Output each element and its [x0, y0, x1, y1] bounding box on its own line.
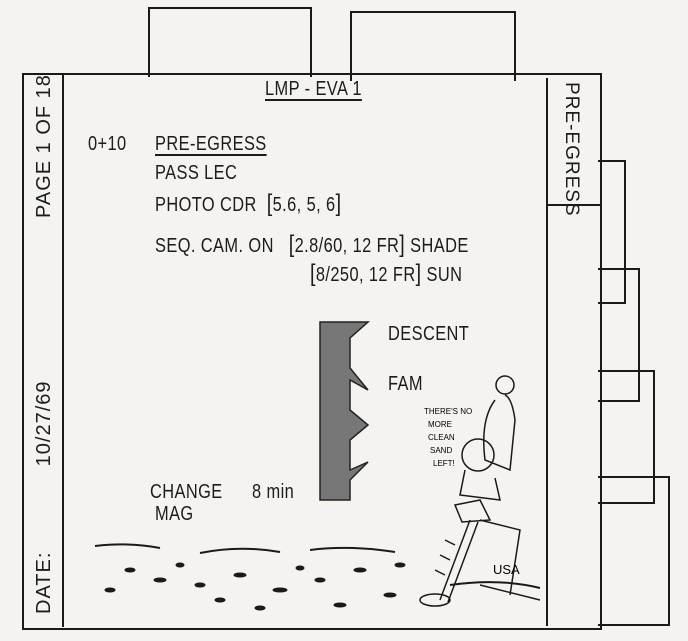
- step-duration: 8 min: [252, 481, 295, 503]
- photo-settings: 5.6, 5, 6: [272, 194, 336, 216]
- side-tab-2: [598, 268, 640, 402]
- top-tab-right: [350, 11, 516, 81]
- checklist-page: [22, 73, 602, 630]
- time-bar: [319, 321, 370, 501]
- step-descent: DESCENT: [388, 323, 470, 345]
- right-column-divider: [546, 78, 548, 626]
- sun-label: SUN: [426, 264, 463, 286]
- cartoon-caption-5: LEFT!: [433, 459, 455, 468]
- step-fam: FAM: [388, 373, 423, 395]
- top-tab-left: [148, 7, 312, 77]
- left-strip-divider: [62, 74, 64, 627]
- page-title: LMP - EVA 1: [265, 78, 362, 100]
- shade-label: SHADE: [410, 235, 469, 257]
- step-pass-lec: PASS LEC: [155, 162, 238, 184]
- cartoon-caption-3: CLEAN: [428, 433, 455, 442]
- side-tab-1: [598, 160, 626, 304]
- astronaut-cartoon: [419, 375, 541, 607]
- sun-settings: 8/250, 12 FR: [315, 264, 416, 286]
- lunar-surface: [94, 543, 541, 611]
- seqcam-label: SEQ. CAM. ON: [155, 235, 274, 257]
- section-heading: PRE-EGRESS: [155, 133, 267, 155]
- cartoon-caption-4: SAND: [430, 446, 452, 455]
- cartoon-caption-2: MORE: [428, 420, 452, 429]
- step-time: 0+10: [88, 133, 127, 155]
- usa-label: USA: [493, 562, 520, 577]
- shade-settings: 2.8/60, 12 FR: [294, 235, 400, 257]
- step-photo-cdr: PHOTO CDR [5.6, 5, 6]: [155, 190, 342, 217]
- step-sun: [8/250, 12 FR] SUN: [310, 260, 463, 287]
- cartoon-caption-1: THERE'S NO: [424, 407, 472, 416]
- tab-box-bottom: [546, 204, 600, 206]
- step-change: CHANGE: [150, 481, 223, 503]
- step-mag: MAG: [155, 503, 194, 525]
- side-tab-4: [598, 476, 670, 626]
- photo-label: PHOTO CDR: [155, 194, 257, 216]
- step-seq-cam: SEQ. CAM. ON [2.8/60, 12 FR] SHADE: [155, 231, 469, 258]
- side-tab-3: [598, 370, 655, 504]
